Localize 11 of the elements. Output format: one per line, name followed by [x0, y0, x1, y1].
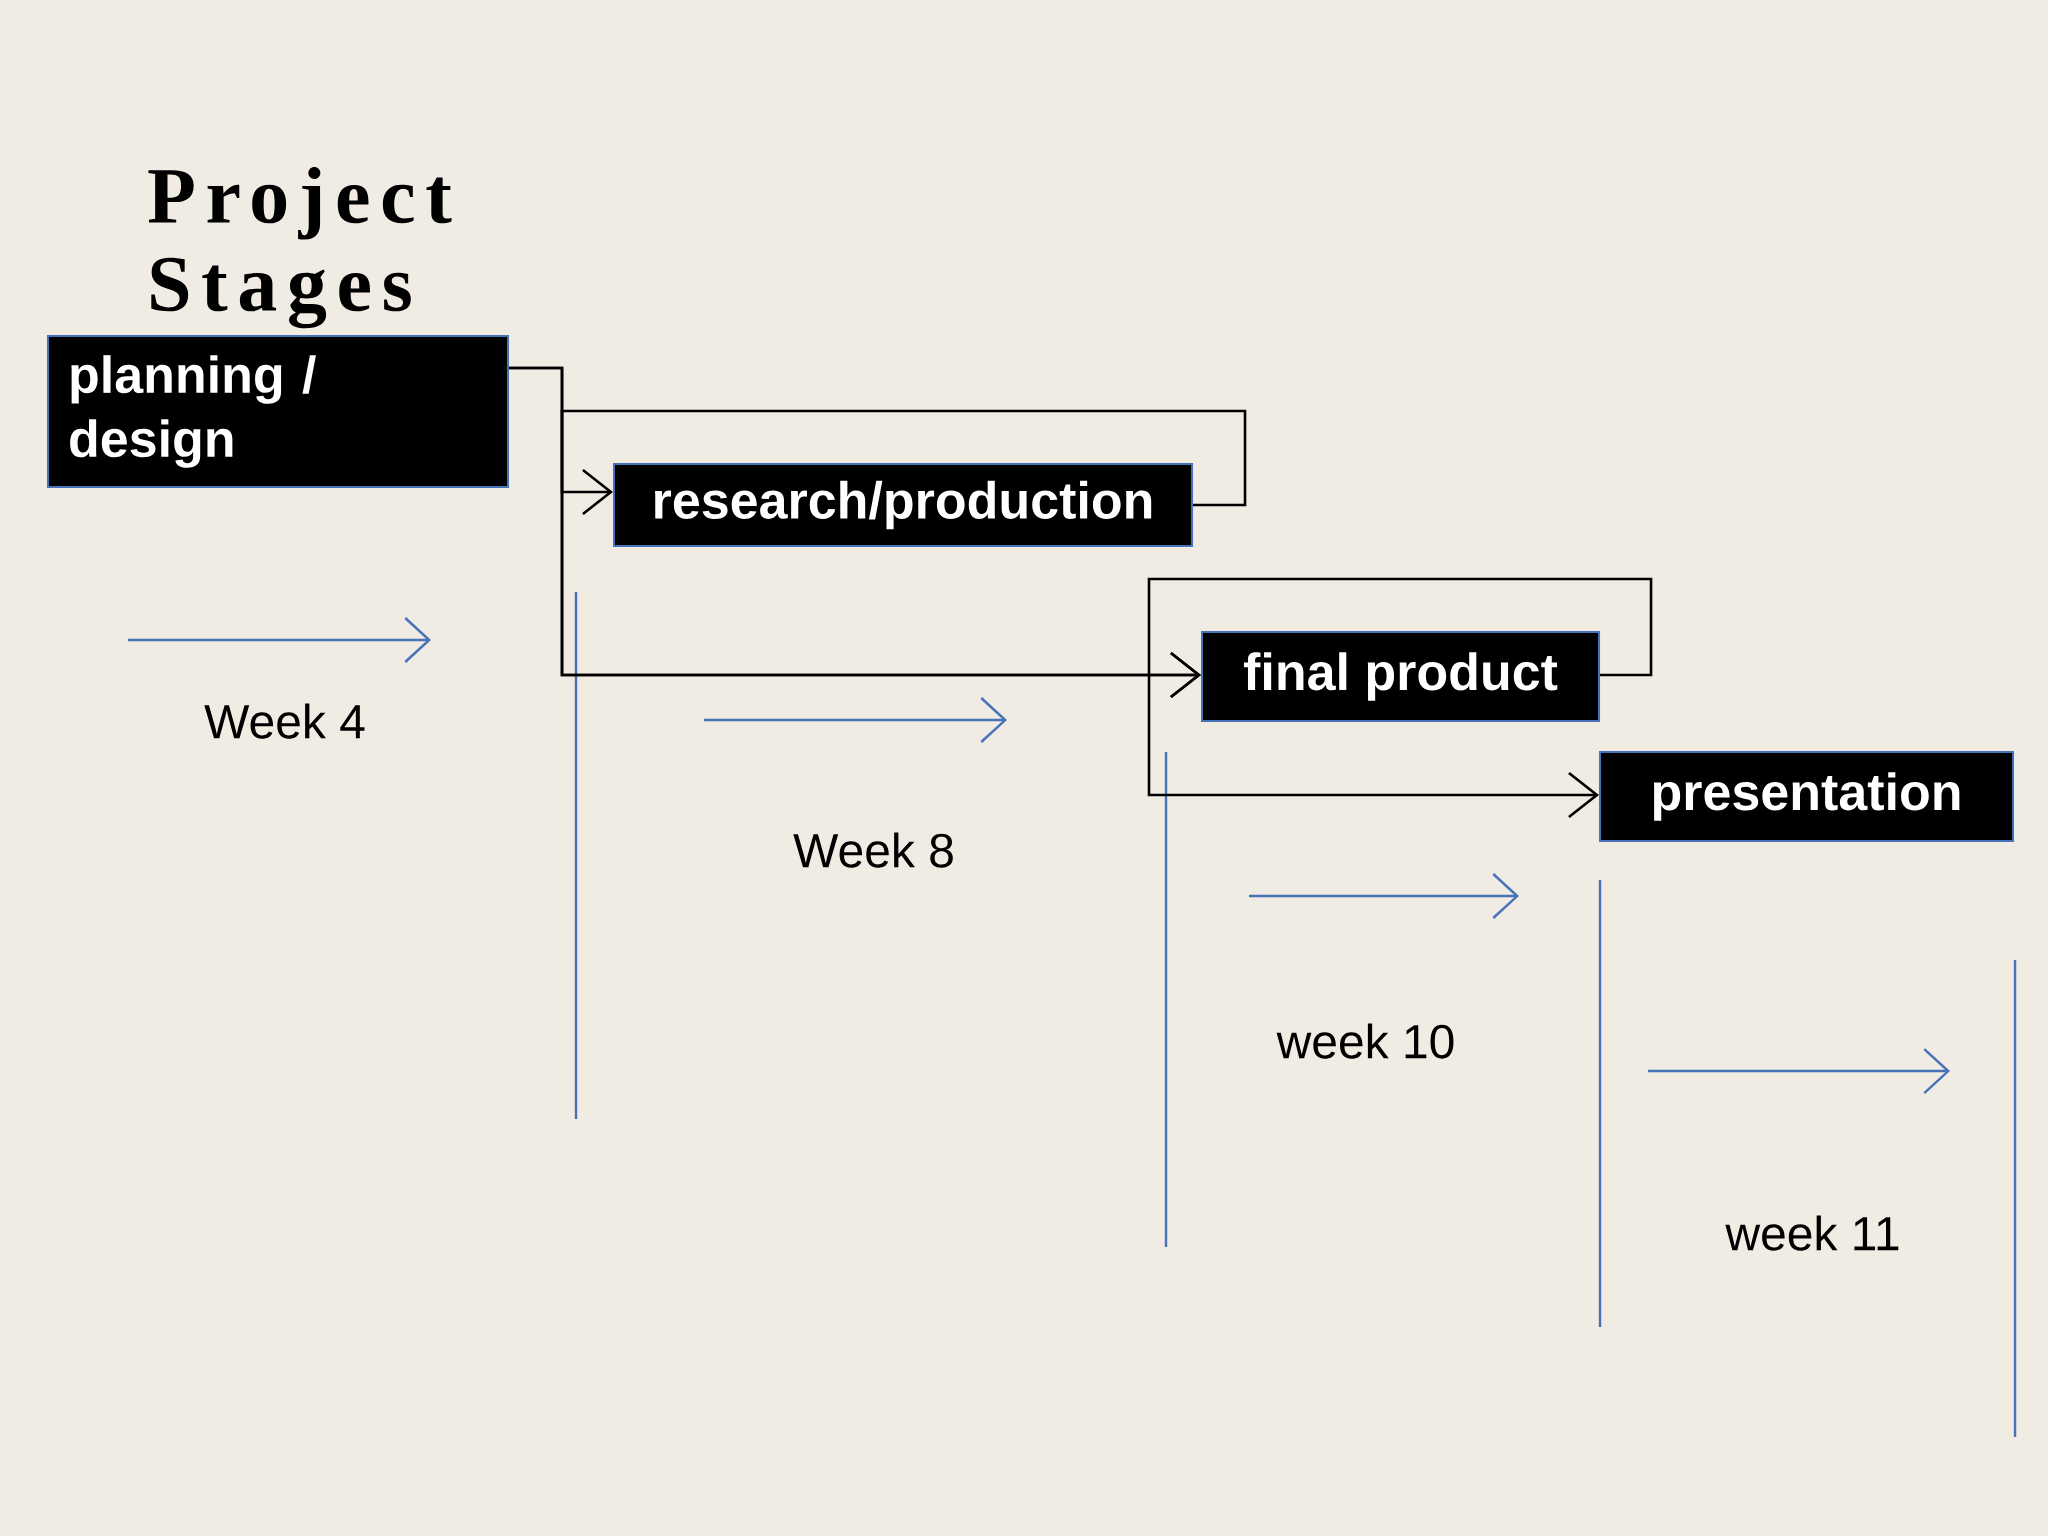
week-label: Week 4	[204, 703, 365, 739]
week-label: week 11	[1725, 1215, 1899, 1251]
week-label: Week 8	[793, 832, 953, 868]
connector-arrow	[560, 409, 1247, 699]
stage-box: final product	[1201, 631, 1601, 722]
stage-box: planning / design	[47, 335, 509, 488]
week-label: week 10	[1276, 1023, 1454, 1059]
title: Project Stages	[148, 167, 452, 329]
stage-box: research/production	[613, 463, 1193, 547]
connector-arrow	[1147, 577, 1653, 819]
stage-box: presentation	[1599, 751, 2015, 842]
